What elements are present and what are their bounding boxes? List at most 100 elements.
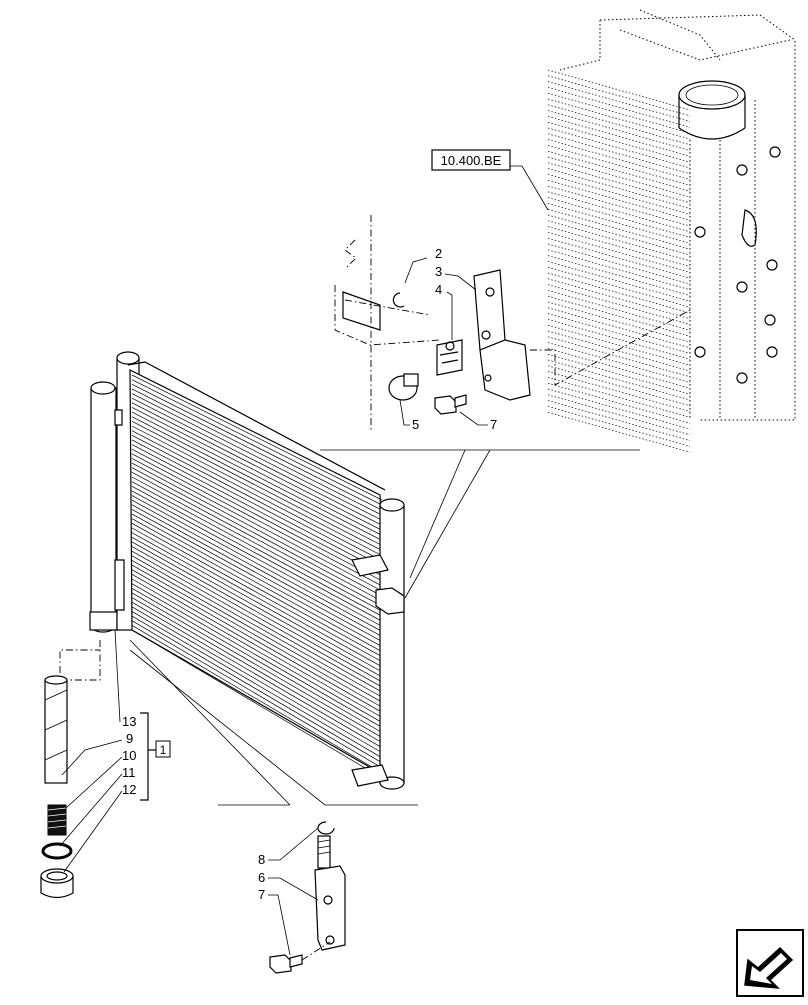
condenser-fin-line <box>131 550 383 693</box>
radiator-fin-line <box>547 110 691 151</box>
clip-nut-part-4[interactable] <box>436 339 463 376</box>
radiator-fin-line <box>547 272 691 314</box>
radiator-assembly <box>547 9 796 453</box>
condenser-fin-line <box>131 587 383 733</box>
stud <box>317 835 331 869</box>
callout-13[interactable]: 13 <box>122 714 136 729</box>
condenser-fin-line <box>131 379 383 506</box>
condenser-fin-line <box>131 462 383 597</box>
radiator-fin-line <box>547 69 691 111</box>
condenser-fin-line <box>131 532 383 673</box>
bracket-part-3[interactable] <box>473 269 531 401</box>
right-header <box>379 498 405 790</box>
spring-part-10[interactable] <box>47 804 67 836</box>
oring-part-11[interactable] <box>41 842 73 860</box>
radiator-fin-line <box>547 232 691 273</box>
callout-3[interactable]: 3 <box>435 264 442 279</box>
condenser-fin-line <box>131 448 383 582</box>
condenser-fin-line <box>131 541 383 683</box>
radiator-fin-line <box>547 98 691 140</box>
radiator-fin-line <box>547 81 691 122</box>
condenser-fin-line <box>131 458 383 592</box>
callout-6[interactable]: 6 <box>258 870 265 885</box>
reference-label: 10.400.BE <box>441 153 502 168</box>
callout-11[interactable]: 11 <box>122 765 136 780</box>
condenser-fin-line <box>131 467 383 602</box>
condenser-fin-line <box>131 620 383 769</box>
bolt-part-7[interactable] <box>434 394 467 415</box>
radiator-fin-line <box>547 348 691 389</box>
radiator-fin-line <box>547 145 691 186</box>
radiator-fin-line <box>547 127 691 169</box>
radiator-fin-line <box>547 295 691 337</box>
condenser-fin-line <box>131 485 383 622</box>
radiator-fin-line <box>547 359 691 401</box>
arrow-navigation-icon[interactable] <box>736 929 804 997</box>
radiator-fin-line <box>547 406 691 447</box>
radiator-fin-line <box>547 255 691 296</box>
condenser-fin-line <box>131 564 383 708</box>
radiator-fin-line <box>547 156 691 198</box>
callout-7-upper[interactable]: 7 <box>490 417 497 432</box>
radiator-fin-line <box>547 324 691 366</box>
radiator-fin-line <box>547 336 691 378</box>
radiator-fin-line <box>547 377 691 418</box>
radiator-fin-line <box>547 319 691 360</box>
radiator-fin-line <box>547 243 691 285</box>
condenser-fin-line <box>131 495 383 632</box>
radiator-fin-line <box>547 411 691 453</box>
callout-10[interactable]: 10 <box>122 748 136 763</box>
bracket-part-6[interactable] <box>314 865 346 951</box>
radiator-fin-line <box>547 290 691 331</box>
bracket-group <box>334 215 691 430</box>
callout-7-lower[interactable]: 7 <box>258 887 265 902</box>
condenser-fin-line <box>131 439 383 572</box>
reference-box[interactable]: 10.400.BE <box>431 149 511 171</box>
drier-parts <box>40 629 156 899</box>
condenser-fin-line <box>131 430 383 561</box>
fastener-part-5[interactable] <box>388 373 419 401</box>
radiator-fin-line <box>547 208 691 250</box>
condenser-fin-line <box>131 574 383 718</box>
condenser-fin-line <box>131 597 383 743</box>
condenser-fin-line <box>131 397 383 526</box>
radiator-fin-line <box>547 168 691 209</box>
radiator-fin-line <box>547 342 691 383</box>
callout-9[interactable]: 9 <box>126 731 133 746</box>
lower-bracket-group <box>268 821 346 974</box>
radiator-fin-line <box>547 92 691 134</box>
condenser-fin-line <box>131 611 383 759</box>
condenser-fin-line <box>131 509 383 647</box>
condenser-fin-line <box>131 601 383 748</box>
condenser-fin-line <box>131 513 383 652</box>
kit-box[interactable]: 1 <box>155 740 171 758</box>
callout-4[interactable]: 4 <box>435 282 442 297</box>
radiator-fin-line <box>547 266 691 308</box>
callout-12[interactable]: 12 <box>122 782 136 797</box>
callout-2[interactable]: 2 <box>435 246 442 261</box>
radiator-fin-line <box>547 394 691 436</box>
bolt-part-7-lower[interactable] <box>269 954 303 974</box>
clip-part-8[interactable] <box>317 821 335 835</box>
desiccant-part-9[interactable] <box>44 675 68 784</box>
radiator-fin-line <box>547 371 691 412</box>
condenser-fin-line <box>131 476 383 612</box>
condenser-fin-line <box>131 527 383 668</box>
radiator-fin-line <box>547 365 691 407</box>
condenser-fin-line <box>131 629 383 779</box>
kit-label: 1 <box>160 743 167 757</box>
radiator-fin-line <box>547 197 691 238</box>
clip-part-2[interactable] <box>392 292 405 308</box>
radiator-fin-line <box>547 139 691 180</box>
condenser-fin-line <box>131 546 383 688</box>
plug-part-12[interactable] <box>40 868 74 899</box>
radiator-fins <box>547 69 691 453</box>
radiator-fin-line <box>547 75 691 117</box>
callout-8[interactable]: 8 <box>258 852 265 867</box>
receiver-drier <box>89 381 118 633</box>
condenser-fin-line <box>131 411 383 541</box>
condenser-fin-line <box>131 569 383 713</box>
callout-5[interactable]: 5 <box>412 417 419 432</box>
